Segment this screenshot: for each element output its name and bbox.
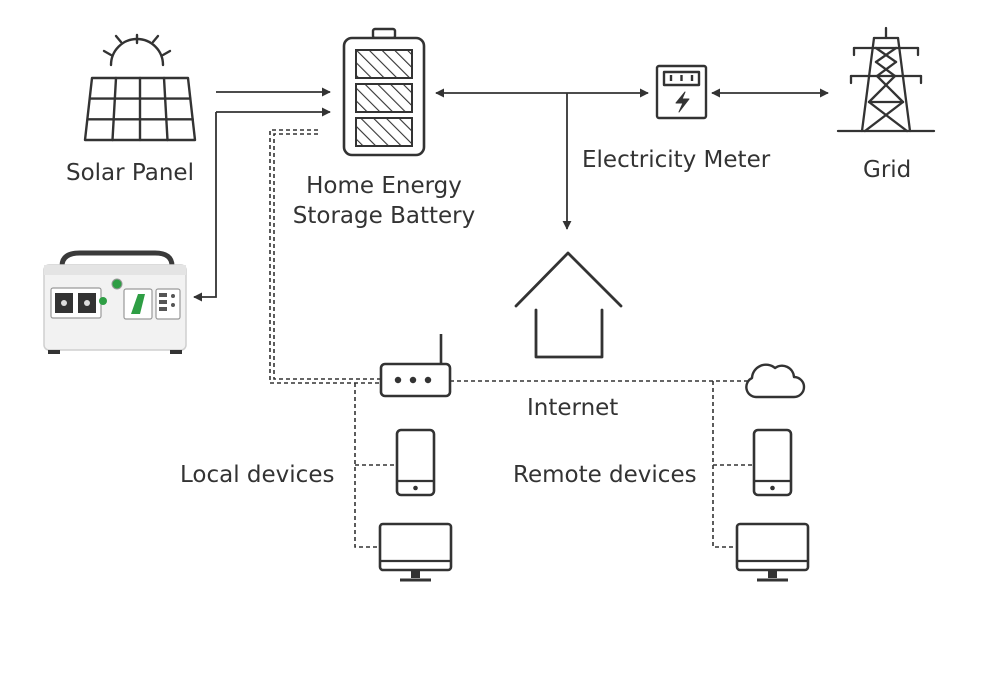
local-phone-icon	[395, 428, 436, 497]
cloud-icon	[745, 363, 806, 399]
edge-battery-to-station	[193, 112, 217, 302]
electricity-meter-icon	[655, 64, 708, 120]
battery-icon	[342, 27, 426, 157]
grid-label: Grid	[863, 157, 912, 183]
edge-cloud-remote-devices	[712, 381, 737, 548]
solar-panel-icon	[83, 33, 197, 142]
local-devices-label: Local devices	[180, 462, 335, 488]
battery-label-line2: Storage Battery	[292, 203, 476, 229]
house-icon	[514, 251, 623, 359]
remote-monitor-icon	[735, 522, 810, 582]
edge-router-local-devices	[354, 383, 380, 548]
data-connectors	[269, 129, 754, 548]
remote-devices-label: Remote devices	[513, 462, 697, 488]
power-station-image	[43, 250, 187, 354]
router-icon	[379, 334, 452, 398]
power-connectors	[193, 87, 829, 302]
sun-rays	[102, 33, 172, 57]
transmission-tower-icon	[836, 26, 936, 133]
local-monitor-icon	[378, 522, 453, 582]
edge-battery-router	[269, 129, 381, 384]
electricity-meter-label: Electricity Meter	[582, 147, 771, 173]
internet-label: Internet	[527, 395, 619, 421]
solar-panel-label: Solar Panel	[66, 160, 194, 186]
battery-label-line1: Home Energy	[306, 173, 462, 199]
remote-phone-icon	[752, 428, 793, 497]
